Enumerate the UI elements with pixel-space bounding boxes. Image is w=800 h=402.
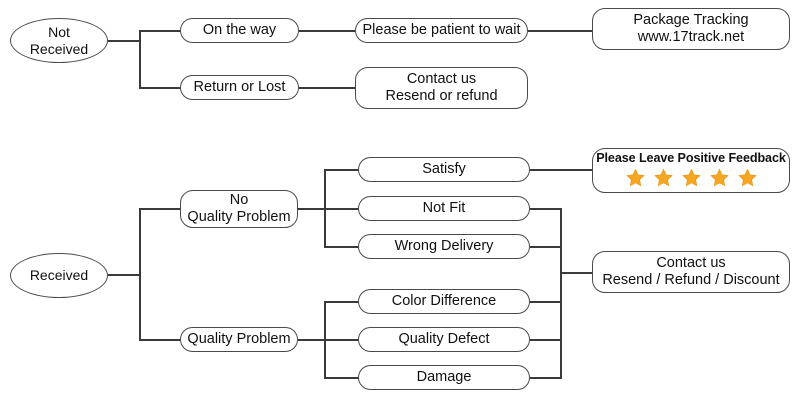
node-on-the-way-label: On the way — [202, 22, 277, 39]
connector-to-quality-problem — [139, 339, 181, 341]
connector-merge-bus — [560, 208, 562, 379]
star-icon[interactable] — [681, 168, 701, 192]
node-quality-problem[interactable]: Quality Problem — [180, 327, 298, 352]
node-wrong-delivery[interactable]: Wrong Delivery — [358, 234, 530, 259]
node-satisfy-label: Satisfy — [422, 161, 466, 178]
connector-quality-defect-to-bus — [530, 339, 562, 341]
node-package-tracking[interactable]: Package Tracking www.17track.net — [592, 8, 790, 50]
feedback-title: Please Leave Positive Feedback — [596, 151, 786, 166]
node-contact-resend-refund-line2: Resend or refund — [385, 88, 498, 104]
connector-color-difference-to-bus — [530, 301, 562, 303]
node-received[interactable]: Received — [10, 253, 108, 298]
node-no-quality-problem-line1: No — [229, 192, 249, 209]
node-received-label: Received — [29, 267, 89, 284]
node-not-received-line1: Not — [48, 24, 70, 41]
connector-nqp-stem — [298, 208, 326, 210]
connector-qp-stem — [298, 339, 326, 341]
connector-qp-to-damage — [324, 377, 359, 379]
node-contact-resend-refund-line1: Contact us — [406, 71, 477, 88]
star-icon[interactable] — [653, 168, 673, 192]
node-return-or-lost[interactable]: Return or Lost — [180, 75, 299, 100]
connector-nqp-to-not-fit — [324, 208, 359, 210]
node-contact-discount-line1: Contact us — [656, 255, 726, 272]
connector-wrong-delivery-to-bus — [530, 246, 562, 248]
node-color-difference-label: Color Difference — [391, 293, 497, 310]
node-no-quality-problem-line2: Quality Problem — [187, 209, 291, 225]
connector-received-stem — [108, 274, 141, 276]
node-positive-feedback[interactable]: Please Leave Positive Feedback — [592, 148, 790, 193]
node-quality-defect[interactable]: Quality Defect — [358, 327, 530, 352]
node-please-wait[interactable]: Please be patient to wait — [355, 18, 528, 43]
node-satisfy[interactable]: Satisfy — [358, 157, 530, 182]
node-quality-defect-label: Quality Defect — [398, 331, 490, 348]
connector-to-on-the-way — [139, 30, 181, 32]
star-icon[interactable] — [737, 168, 757, 192]
connector-qp-to-color-difference — [324, 301, 359, 303]
connector-to-no-quality-problem — [139, 208, 181, 210]
node-no-quality-problem[interactable]: No Quality Problem — [180, 190, 298, 228]
node-not-fit-label: Not Fit — [422, 200, 466, 217]
node-damage[interactable]: Damage — [358, 365, 530, 390]
node-not-fit[interactable]: Not Fit — [358, 196, 530, 221]
connector-return-to-contact — [299, 87, 356, 89]
connector-nqp-to-satisfy — [324, 169, 359, 171]
node-package-tracking-url: www.17track.net — [637, 29, 745, 45]
connector-wait-to-tracking — [528, 30, 593, 32]
connector-nqp-to-wrong-delivery — [324, 246, 359, 248]
connector-to-return-or-lost — [139, 87, 181, 89]
node-not-received-line2: Received — [29, 40, 89, 57]
connector-damage-to-bus — [530, 377, 562, 379]
connector-not-received-bus — [139, 30, 141, 88]
node-return-or-lost-label: Return or Lost — [193, 79, 286, 96]
connector-satisfy-to-feedback — [530, 169, 592, 171]
connector-received-bus — [139, 208, 141, 340]
star-icon[interactable] — [625, 168, 645, 192]
node-on-the-way[interactable]: On the way — [180, 18, 299, 43]
connector-not-received-stem — [108, 40, 141, 42]
node-damage-label: Damage — [416, 369, 472, 386]
connector-qp-to-quality-defect — [324, 339, 359, 341]
node-not-received[interactable]: Not Received — [10, 18, 108, 63]
star-rating[interactable] — [625, 168, 757, 192]
node-contact-resend-refund[interactable]: Contact us Resend or refund — [355, 67, 528, 109]
star-icon[interactable] — [709, 168, 729, 192]
node-color-difference[interactable]: Color Difference — [358, 289, 530, 314]
connector-merge-to-contact — [560, 272, 593, 274]
node-quality-problem-label: Quality Problem — [187, 331, 291, 348]
node-please-wait-label: Please be patient to wait — [362, 22, 521, 39]
node-contact-resend-refund-discount[interactable]: Contact us Resend / Refund / Discount — [592, 251, 790, 293]
node-wrong-delivery-label: Wrong Delivery — [394, 238, 494, 255]
connector-not-fit-to-bus — [530, 208, 562, 210]
connector-on-the-way-to-wait — [299, 30, 356, 32]
node-package-tracking-line1: Package Tracking — [633, 12, 749, 29]
node-contact-discount-line2: Resend / Refund / Discount — [602, 272, 780, 288]
